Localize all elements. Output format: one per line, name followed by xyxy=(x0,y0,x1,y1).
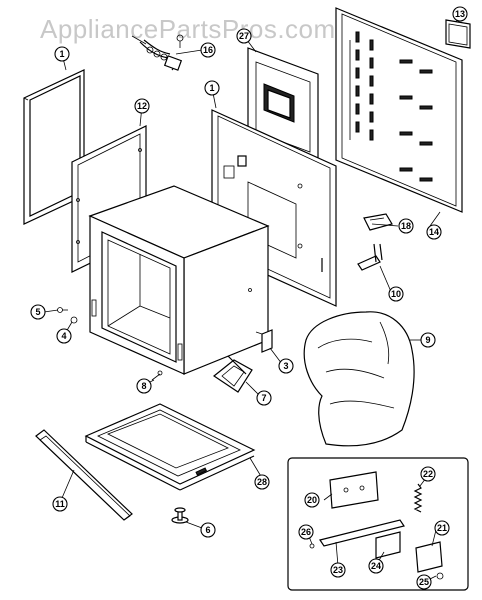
callout-14: 14 xyxy=(426,224,442,240)
part-10-bracket xyxy=(357,243,383,271)
callout-4: 4 xyxy=(56,328,72,344)
svg-text:21: 21 xyxy=(437,523,447,533)
svg-text:14: 14 xyxy=(429,227,439,237)
door-lock-inset xyxy=(287,457,469,591)
callout-11: 12 xyxy=(134,98,150,114)
part-13-insulation-pad xyxy=(445,19,471,49)
svg-text:1: 1 xyxy=(59,49,64,59)
part-12-trim-bar xyxy=(35,429,133,521)
callout-6: 6 xyxy=(200,522,216,538)
callout-7: 7 xyxy=(256,390,272,406)
callout-3: 3 xyxy=(278,358,294,374)
svg-text:25: 25 xyxy=(419,577,429,587)
callout-23: 23 xyxy=(330,562,346,578)
callout-8: 8 xyxy=(136,378,152,394)
part-8-screw xyxy=(151,370,163,381)
part-14-back-panel xyxy=(335,7,463,213)
callout-9: 9 xyxy=(420,332,436,348)
callout-25: 25 xyxy=(416,574,432,590)
svg-text:6: 6 xyxy=(205,525,210,535)
callout-27: 27 xyxy=(236,28,252,44)
callout-22: 22 xyxy=(420,466,436,482)
svg-text:9: 9 xyxy=(425,335,430,345)
svg-text:27: 27 xyxy=(239,31,249,41)
callout-10: 10 xyxy=(388,286,404,302)
callout-5: 5 xyxy=(30,304,46,320)
svg-text:18: 18 xyxy=(401,221,411,231)
watermark-text: AppliancePartsPros.com xyxy=(40,14,336,44)
svg-text:12: 12 xyxy=(137,101,147,111)
svg-text:28: 28 xyxy=(257,477,267,487)
svg-text:23: 23 xyxy=(333,565,343,575)
svg-text:20: 20 xyxy=(307,495,317,505)
svg-text:3: 3 xyxy=(283,361,288,371)
svg-text:10: 10 xyxy=(391,289,401,299)
svg-text:22: 22 xyxy=(423,469,433,479)
callout-18: 18 xyxy=(398,218,414,234)
part-7-hinge xyxy=(212,355,253,393)
callout-26: 26 xyxy=(298,524,314,540)
part-5-screw xyxy=(57,307,68,313)
svg-text:8: 8 xyxy=(141,381,146,391)
callout-24: 24 xyxy=(368,558,384,574)
panel-slots xyxy=(355,31,433,182)
part-4-nut xyxy=(70,316,78,324)
part-3-bracket xyxy=(255,329,273,353)
callout-20: 20 xyxy=(304,492,320,508)
oven-cavity xyxy=(88,185,270,375)
callout-1: 1 xyxy=(204,80,220,96)
svg-text:7: 7 xyxy=(261,393,266,403)
svg-text:26: 26 xyxy=(301,527,311,537)
part-27-screw xyxy=(176,34,184,48)
svg-text:4: 4 xyxy=(61,331,66,341)
callout-21: 21 xyxy=(434,520,450,536)
part-18-clip xyxy=(363,213,393,231)
callout-12: 11 xyxy=(52,496,68,512)
part-9-insulation xyxy=(303,311,415,447)
svg-text:16: 16 xyxy=(203,45,213,55)
svg-text:11: 11 xyxy=(55,499,65,509)
callout-13: 13 xyxy=(452,6,468,22)
callout-28: 28 xyxy=(254,474,270,490)
svg-text:13: 13 xyxy=(455,9,465,19)
svg-text:5: 5 xyxy=(35,307,40,317)
part-6-leveling-leg xyxy=(171,507,189,524)
svg-text:24: 24 xyxy=(371,561,381,571)
callout-2: 1 xyxy=(54,46,70,62)
part-28-bottom-panel xyxy=(84,403,256,491)
svg-text:1: 1 xyxy=(209,83,214,93)
part-16-igniter xyxy=(139,39,183,71)
callout-16: 16 xyxy=(200,42,216,58)
